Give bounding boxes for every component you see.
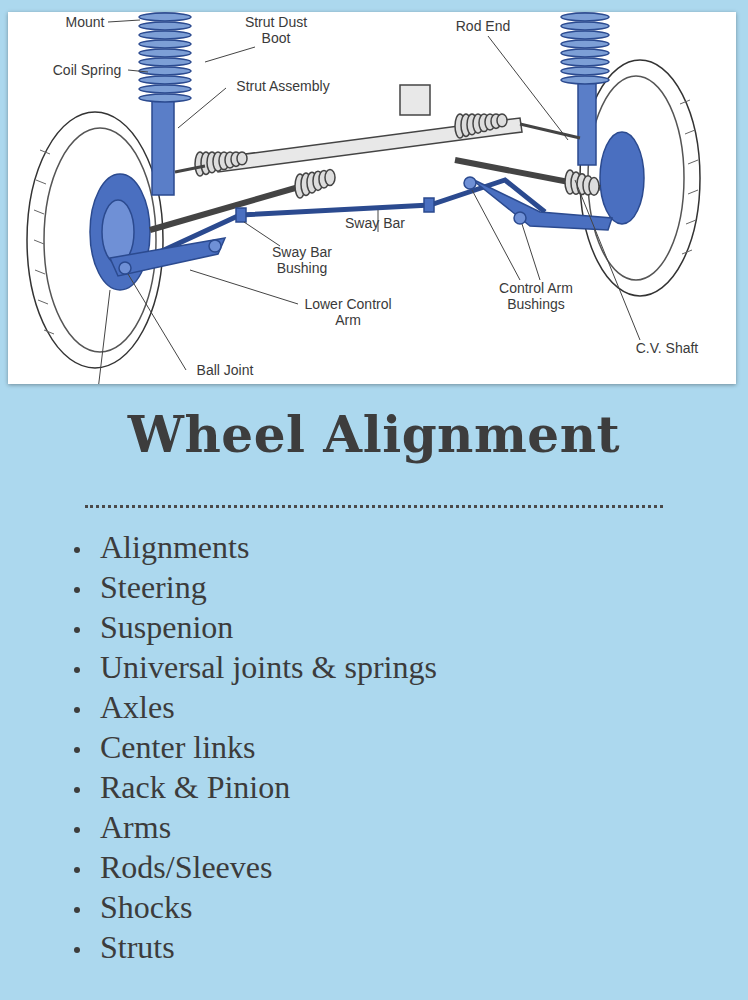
part-label: Strut Dust Boot — [236, 14, 316, 46]
part-label: Rod End — [452, 18, 514, 34]
list-item: Suspenion — [100, 608, 233, 646]
list-item: Shocks — [100, 888, 192, 926]
part-label: Sway Bar Bushing — [262, 244, 342, 276]
list-item: Steering — [100, 568, 207, 606]
dotted-rule — [85, 505, 663, 508]
bullet-dot — [74, 587, 80, 593]
bullet-dot — [74, 707, 80, 713]
list-item: Rack & Pinion — [100, 768, 290, 806]
list-item: Universal joints & springs — [100, 648, 437, 686]
bullet-dot — [74, 947, 80, 953]
part-label: Strut Assembly — [228, 78, 338, 94]
page-title: Wheel Alignment — [0, 400, 748, 470]
bullet-dot — [74, 867, 80, 873]
bullet-dot — [74, 747, 80, 753]
part-label: Ball Joint — [188, 362, 262, 378]
part-label: Sway Bar — [340, 215, 410, 231]
part-label: Lower Control Arm — [298, 296, 398, 328]
list-item: Center links — [100, 728, 256, 766]
list-item: Struts — [100, 928, 175, 966]
part-label: Control Arm Bushings — [486, 280, 586, 312]
list-item: Axles — [100, 688, 175, 726]
bullet-dot — [74, 547, 80, 553]
bullet-dot — [74, 787, 80, 793]
part-label: C.V. Shaft — [628, 340, 706, 356]
bullet-dot — [74, 627, 80, 633]
part-label: Mount — [62, 14, 108, 30]
bullet-dot — [74, 667, 80, 673]
list-item: Rods/Sleeves — [100, 848, 272, 886]
list-item: Alignments — [100, 528, 249, 566]
list-item: Arms — [100, 808, 171, 846]
bullet-dot — [74, 907, 80, 913]
part-label: Coil Spring — [46, 62, 128, 78]
bullet-dot — [74, 827, 80, 833]
